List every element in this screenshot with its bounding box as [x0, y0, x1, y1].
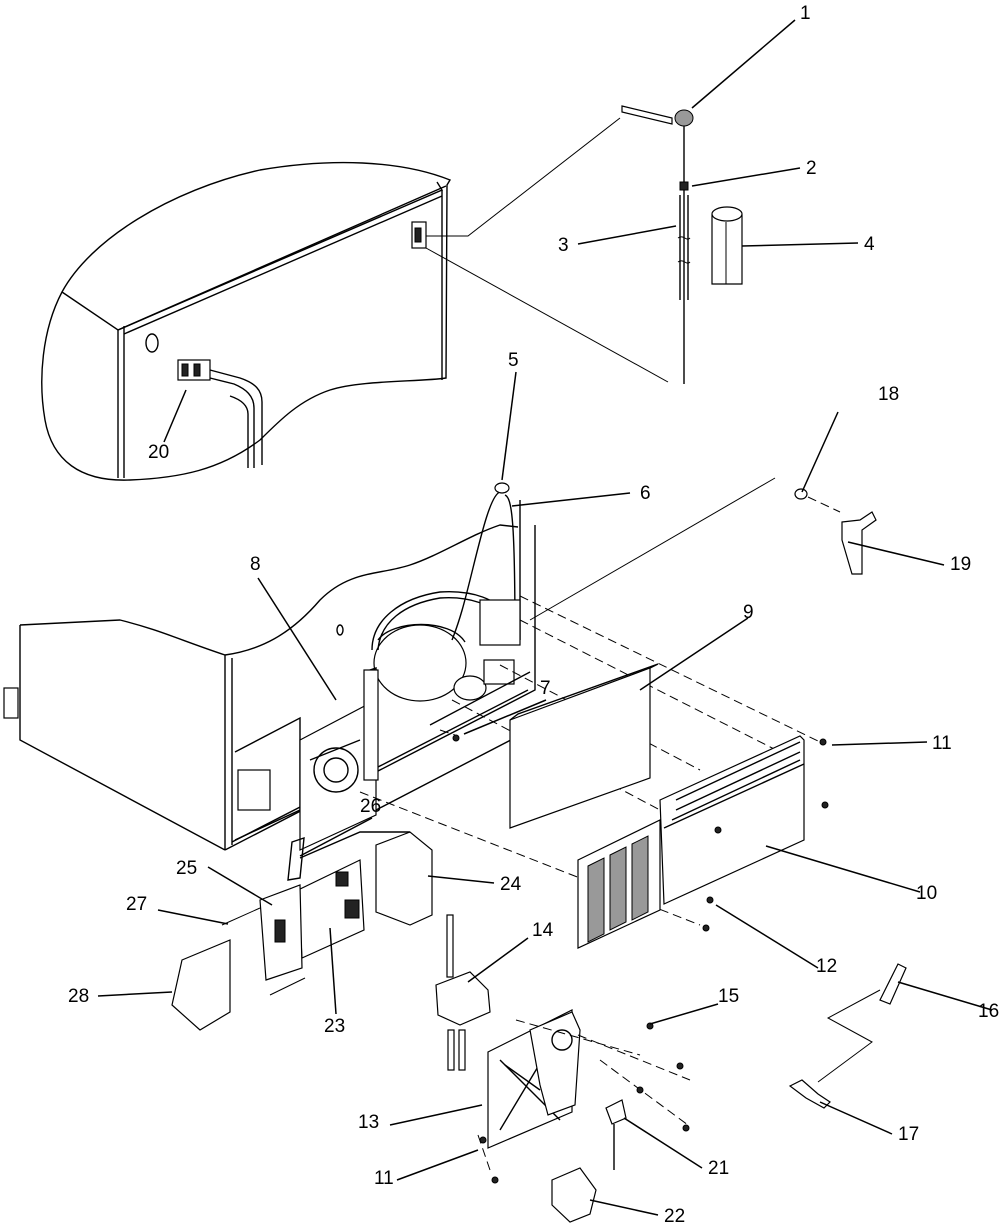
filter-16 — [879, 963, 907, 1005]
callout-23: 23 — [324, 1016, 345, 1037]
relay-26 — [287, 836, 305, 881]
callout-labels: 1 2 3 4 5 6 7 8 9 10 11 12 13 11 14 15 1… — [68, 3, 999, 1225]
elbow-17 — [788, 1079, 831, 1109]
callout-11-bottom: 11 — [374, 1168, 394, 1189]
water-valve — [435, 971, 491, 1026]
lower-cloud-outline — [19, 524, 519, 656]
callout-18: 18 — [878, 384, 899, 405]
cabinet-top-edge — [61, 181, 444, 331]
fill-tube-nozzle — [621, 105, 673, 125]
callout-7: 7 — [540, 678, 551, 699]
cabinet-hole — [145, 333, 159, 353]
callout-26: 26 — [360, 796, 381, 817]
callout-24: 24 — [500, 874, 522, 895]
callout-12: 12 — [816, 956, 837, 977]
callout-8: 8 — [250, 554, 261, 575]
tubing-loop — [451, 491, 501, 641]
callout-25: 25 — [176, 858, 197, 879]
callout-19: 19 — [950, 554, 971, 575]
fan-bracket-panel — [299, 667, 379, 851]
drain-clip — [794, 488, 808, 500]
water-valve-assembly — [435, 914, 691, 1223]
compressor — [371, 591, 511, 702]
callout-10: 10 — [916, 883, 937, 904]
callout-16: 16 — [978, 1001, 999, 1022]
upper-cabinet-detail — [41, 161, 452, 481]
detail-cloud-outline — [41, 161, 452, 481]
callout-2: 2 — [806, 158, 817, 179]
lower-left-component — [237, 769, 271, 811]
leader-bracket-to-fill-tube — [426, 117, 621, 237]
callout-1: 1 — [800, 3, 811, 24]
insulation-sleeve — [711, 214, 743, 285]
lower-cabinet-detail — [3, 482, 536, 851]
side-fitting — [3, 687, 19, 719]
drain-tube — [841, 511, 877, 575]
callout-5: 5 — [508, 350, 519, 371]
tube-end-fitting — [494, 482, 510, 494]
insulation-pad — [509, 663, 659, 829]
control-box-assembly — [171, 831, 433, 1031]
callout-6: 6 — [640, 483, 651, 504]
callout-15: 15 — [718, 986, 739, 1007]
callout-4: 4 — [864, 234, 875, 255]
tube-nut — [679, 181, 689, 191]
callout-21: 21 — [708, 1158, 729, 1179]
drain-tube-assembly — [794, 488, 877, 575]
valve-mount-plate — [529, 1011, 581, 1116]
fitting-21 — [605, 1099, 627, 1125]
cover-plate-28 — [171, 939, 231, 1031]
callout-14: 14 — [532, 920, 554, 941]
water-tube-clip — [177, 359, 263, 468]
fill-tube-assembly — [621, 105, 743, 384]
vent-grille — [577, 819, 661, 949]
fitting-parts-16-17 — [788, 963, 907, 1109]
callout-3: 3 — [558, 235, 569, 256]
control-housing — [375, 831, 433, 926]
callout-20: 20 — [148, 442, 169, 463]
callout-13: 13 — [358, 1112, 379, 1133]
callout-27: 27 — [126, 894, 147, 915]
screws-10-12 — [702, 738, 829, 932]
valve-inlet-tube — [446, 914, 454, 978]
screw-7 — [452, 734, 460, 742]
callout-9: 9 — [743, 602, 754, 623]
fill-tube-cap — [674, 109, 694, 127]
callout-28: 28 — [68, 986, 89, 1007]
callout-11-top: 11 — [932, 733, 952, 754]
callout-22: 22 — [664, 1206, 685, 1225]
callout-17: 17 — [898, 1124, 919, 1145]
bracket-22 — [551, 1167, 597, 1223]
rear-access-cover — [659, 735, 805, 905]
callout-arrows — [97, 19, 993, 1216]
